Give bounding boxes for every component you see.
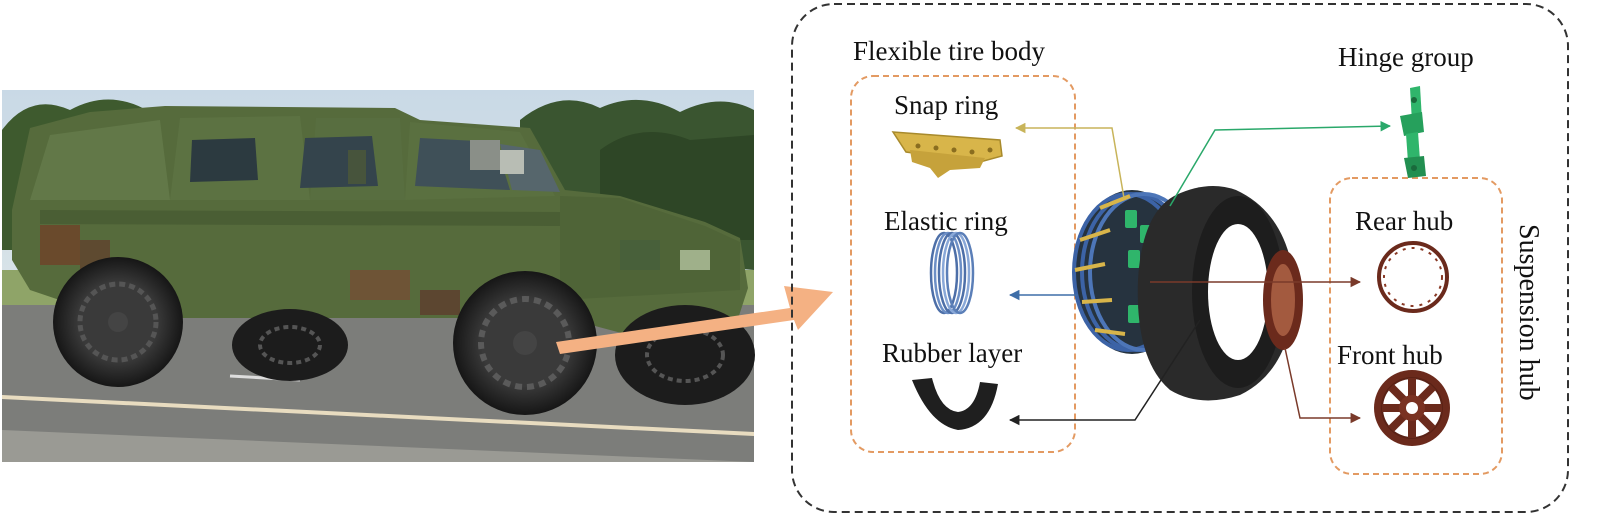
leader-lines <box>1008 120 1392 426</box>
vehicle-wheel-rear-right <box>232 309 348 381</box>
label-elastic-ring: Elastic ring <box>884 206 1008 236</box>
leader-snap-ring <box>1014 122 1125 199</box>
leader-rubber-layer <box>1008 319 1201 426</box>
leader-hinge-group <box>1169 120 1392 207</box>
leader-front-hub <box>1284 347 1362 424</box>
callout-arrow <box>556 286 833 354</box>
label-rubber-layer: Rubber layer <box>882 338 1023 368</box>
rubber-layer-part <box>912 378 998 430</box>
assembled-wheel <box>1072 186 1303 401</box>
elastic-ring-part <box>929 231 975 315</box>
vehicle-wheel-rear-left <box>53 257 183 387</box>
rear-hub-part <box>1377 241 1449 313</box>
front-hub-part <box>1374 370 1450 446</box>
snap-ring-part <box>891 131 1003 178</box>
label-rear-hub: Rear hub <box>1355 206 1454 236</box>
exploded-view-frame <box>791 3 1569 513</box>
hinge-group-part <box>1400 86 1426 178</box>
vehicle-body <box>12 106 748 338</box>
label-suspension-hub: Suspension hub <box>1513 224 1544 401</box>
vehicle-photo <box>2 90 755 462</box>
label-hinge-group: Hinge group <box>1338 42 1474 72</box>
label-front-hub: Front hub <box>1337 340 1443 370</box>
label-flexible-tire-body: Flexible tire body <box>853 36 1045 66</box>
label-snap-ring: Snap ring <box>894 90 999 120</box>
flexible-tire-body-group <box>850 75 1076 453</box>
suspension-hub-group <box>1329 177 1503 475</box>
